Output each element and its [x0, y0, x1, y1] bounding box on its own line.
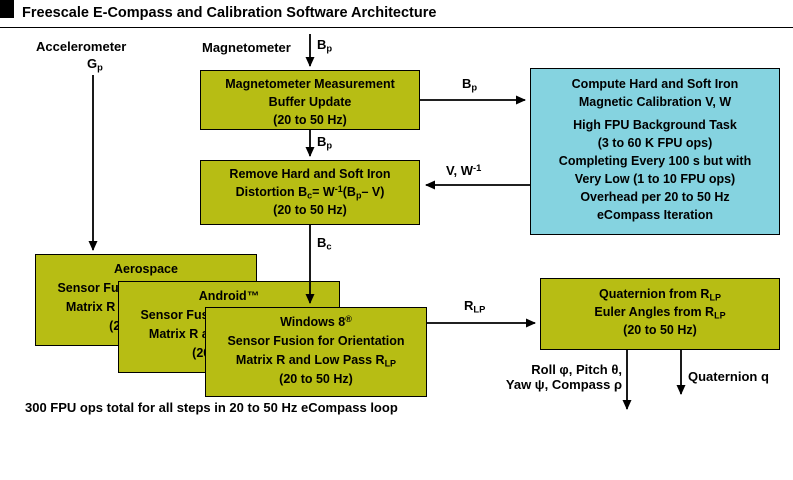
box-text-line: Quaternion from RLP	[541, 285, 779, 303]
page-title: Freescale E-Compass and Calibration Soft…	[22, 5, 437, 21]
label-quaternion-q: Quaternion q	[688, 369, 769, 384]
label-rlp: RLP	[464, 298, 486, 315]
subscript: c	[326, 241, 332, 252]
box-text-line: Sensor Fusion for Orientation	[227, 334, 405, 348]
label-magnetometer: Magnetometer	[202, 40, 291, 55]
subscript: LP	[384, 358, 397, 369]
label-v-w-inverse: V, W-1	[446, 163, 481, 178]
text-segment: Windows 8	[280, 315, 346, 329]
box-text-line: Euler Angles from RLP	[541, 303, 779, 321]
superscript: ®	[345, 313, 352, 324]
subscript: LP	[473, 304, 486, 315]
box-text-line: (3 to 60 K FPU ops)	[597, 136, 713, 150]
text-segment: B	[317, 37, 327, 52]
box-text-line: Matrix R and Low Pass RLP	[206, 351, 426, 370]
label-bp-input: Bp	[317, 37, 333, 54]
footer-note: 300 FPU ops total for all steps in 20 to…	[25, 400, 398, 415]
text-segment: Quaternion from R	[599, 287, 710, 301]
box-text-line: Buffer Update	[268, 95, 352, 109]
title-bullet-square	[0, 0, 14, 18]
box-text-line: High FPU Background Task	[573, 118, 737, 132]
subscript: LP	[714, 310, 726, 321]
text-segment: Matrix R and Low Pass R	[235, 353, 385, 367]
label-gp: Gp	[87, 56, 103, 73]
text-segment: B	[317, 235, 327, 250]
text-line: Yaw ψ, Compass ρ	[505, 377, 622, 392]
label-accelerometer: Accelerometer	[36, 39, 127, 54]
box-text-line: Very Low (1 to 10 FPU ops)	[574, 172, 736, 186]
box-windows-fusion: Windows 8® Sensor Fusion for Orientation…	[205, 307, 427, 397]
label-bp-buffered: Bp	[317, 134, 333, 151]
box-text-line: (20 to 50 Hz)	[279, 372, 353, 386]
box-text-line: Completing Every 100 s but with	[558, 154, 752, 168]
box-text-line: (20 to 50 Hz)	[623, 323, 697, 337]
subscript: p	[326, 43, 333, 54]
box-magnetometer-buffer: Magnetometer Measurement Buffer Update (…	[200, 70, 420, 130]
box-text-line: (20 to 50 Hz)	[273, 113, 347, 127]
subscript: c	[307, 190, 313, 201]
text-segment: B	[317, 134, 327, 149]
text-segment: B	[462, 76, 472, 91]
text-segment: G	[87, 56, 98, 71]
text-segment: V, W	[446, 163, 473, 178]
box-text-line: eCompass Iteration	[596, 208, 713, 222]
label-euler-outputs: Roll φ, Pitch θ, Yaw ψ, Compass ρ	[496, 362, 622, 392]
box-title: Android™	[198, 289, 260, 303]
box-text-line: Magnetic Calibration V, W	[578, 95, 732, 109]
box-quaternion-euler: Quaternion from RLP Euler Angles from RL…	[540, 278, 780, 350]
text-segment: Euler Angles from R	[594, 305, 715, 319]
box-remove-distortion: Remove Hard and Soft Iron Distortion Bc=…	[200, 160, 420, 225]
subscript: p	[471, 82, 478, 93]
subscript: LP	[709, 292, 721, 303]
box-title: Windows 8®	[206, 313, 426, 332]
box-text-line: Remove Hard and Soft Iron	[229, 167, 391, 181]
text-line: Roll φ, Pitch θ,	[531, 362, 622, 377]
box-text-line: (20 to 50 Hz)	[273, 203, 347, 217]
text-segment: R	[464, 298, 474, 313]
text-segment: – V)	[361, 185, 385, 199]
superscript: -1	[472, 162, 482, 173]
box-compute-calibration: Compute Hard and Soft Iron Magnetic Cali…	[530, 68, 780, 235]
text-segment: Distortion B	[235, 185, 308, 199]
subscript: p	[97, 62, 103, 73]
subscript: p	[355, 190, 362, 201]
subscript: p	[326, 140, 333, 151]
superscript: -1	[334, 183, 343, 194]
text-segment: (B	[342, 185, 356, 199]
box-text-line: Distortion Bc= W-1(Bp– V)	[201, 183, 419, 201]
box-title: Aerospace	[114, 262, 178, 276]
label-bp-to-calibration: Bp	[462, 76, 478, 93]
label-bc: Bc	[317, 235, 332, 252]
text-segment: = W	[312, 185, 335, 199]
box-text-line: Compute Hard and Soft Iron	[571, 77, 739, 91]
box-text-line: Magnetometer Measurement	[225, 77, 395, 91]
box-text-line: Overhead per 20 to 50 Hz	[580, 190, 730, 204]
header-divider	[0, 27, 793, 28]
